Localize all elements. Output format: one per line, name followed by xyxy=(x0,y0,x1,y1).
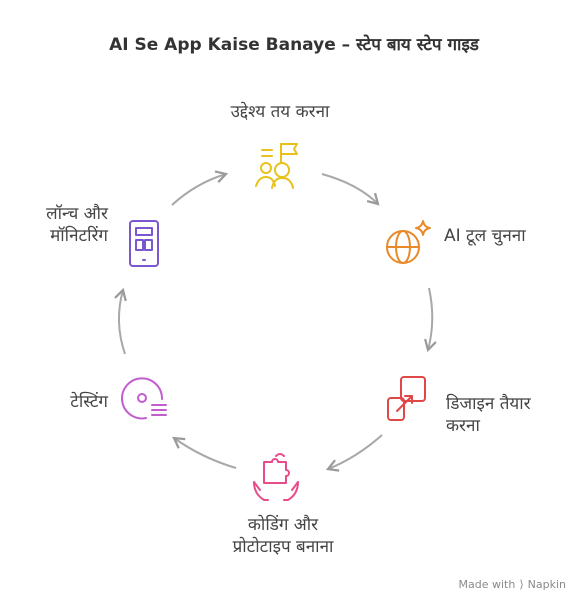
watermark-text: Made with xyxy=(458,578,516,591)
step-6-label-line-1: लॉन्च और xyxy=(46,204,108,224)
step-4-label-line-1: कोडिंग और xyxy=(247,515,319,535)
arrow-step2-to-step3 xyxy=(424,287,437,353)
step-6-label: लॉन्च और मॉनिटरिंग xyxy=(14,203,108,247)
step-5-label-line: टेस्टिंग xyxy=(70,392,108,412)
step-2-label-line: AI टूल चुनना xyxy=(444,226,526,246)
arrow-step4-to-step5 xyxy=(172,436,237,469)
mobile-app-icon xyxy=(129,220,159,267)
step-3-label: डिजाइन तैयार करना xyxy=(446,393,531,437)
arrow-step1-to-step2 xyxy=(321,173,380,206)
arrow-step3-to-step4 xyxy=(325,434,383,472)
design-resize-icon xyxy=(387,376,426,421)
step-6-label-line-2: मॉनिटरिंग xyxy=(50,226,108,246)
napkin-watermark: Made with ⟩ Napkin xyxy=(459,578,566,591)
globe-sparkle-icon xyxy=(386,220,431,264)
diagram-title: AI Se App Kaise Banaye – स्टेप बाय स्टेप… xyxy=(109,35,479,55)
step-4-label-line-2: प्रोटोटाइप बनाना xyxy=(232,537,334,557)
step-4-label: कोडिंग और प्रोटोटाइप बनाना xyxy=(198,514,368,558)
puzzle-hands-icon xyxy=(253,453,299,501)
step-1-label-line: उद्देश्य तय करना xyxy=(230,102,330,122)
napkin-logo-icon: ⟩ xyxy=(519,578,524,591)
arrow-step6-to-step1 xyxy=(171,170,229,206)
testing-disc-icon xyxy=(121,377,167,420)
arrow-step5-to-step6 xyxy=(114,287,127,355)
step-3-label-line-1: डिजाइन तैयार xyxy=(446,394,531,414)
step-2-label: AI टूल चुनना xyxy=(444,225,526,247)
team-goal-flag-icon xyxy=(255,143,298,189)
watermark-brand: Napkin xyxy=(527,578,566,591)
step-5-label: टेस्टिंग xyxy=(40,391,108,413)
step-3-label-line-2: करना xyxy=(446,416,480,436)
step-1-label: उद्देश्य तय करना xyxy=(200,101,360,123)
